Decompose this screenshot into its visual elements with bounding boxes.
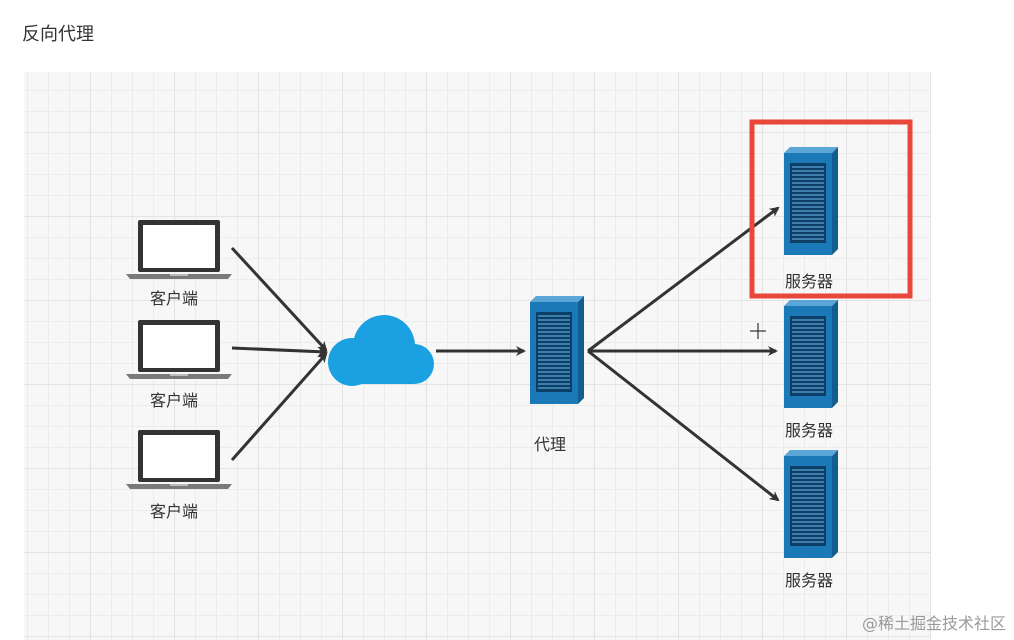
client-laptop-icon <box>126 220 232 279</box>
proxy-server-icon <box>529 295 584 405</box>
client-label: 客户端 <box>149 502 199 521</box>
server-label: 服务器 <box>784 272 834 291</box>
highlight-box <box>749 119 913 299</box>
arrow-client-3-to-cloud <box>230 352 328 461</box>
client-label: 客户端 <box>149 391 199 410</box>
proxy-label: 代理 <box>533 435 567 454</box>
page-title: 反向代理 <box>22 24 94 45</box>
arrow-proxy-to-server-1 <box>587 206 780 353</box>
internet-cloud-icon <box>328 315 434 386</box>
client-laptop-icon <box>126 320 232 379</box>
crosshair-cursor-icon <box>750 323 766 339</box>
server-icon <box>783 146 838 256</box>
server-icon <box>783 299 838 409</box>
client-label: 客户端 <box>149 289 199 308</box>
arrow-proxy-to-server-3 <box>587 349 780 502</box>
server-label: 服务器 <box>784 571 834 590</box>
client-laptop-icon <box>126 430 232 489</box>
watermark: @稀土掘金技术社区 <box>861 614 1006 633</box>
server-icon <box>783 449 838 559</box>
arrow-client-2-to-cloud <box>231 346 328 357</box>
arrow-client-1-to-cloud <box>230 246 328 352</box>
server-label: 服务器 <box>784 421 834 440</box>
